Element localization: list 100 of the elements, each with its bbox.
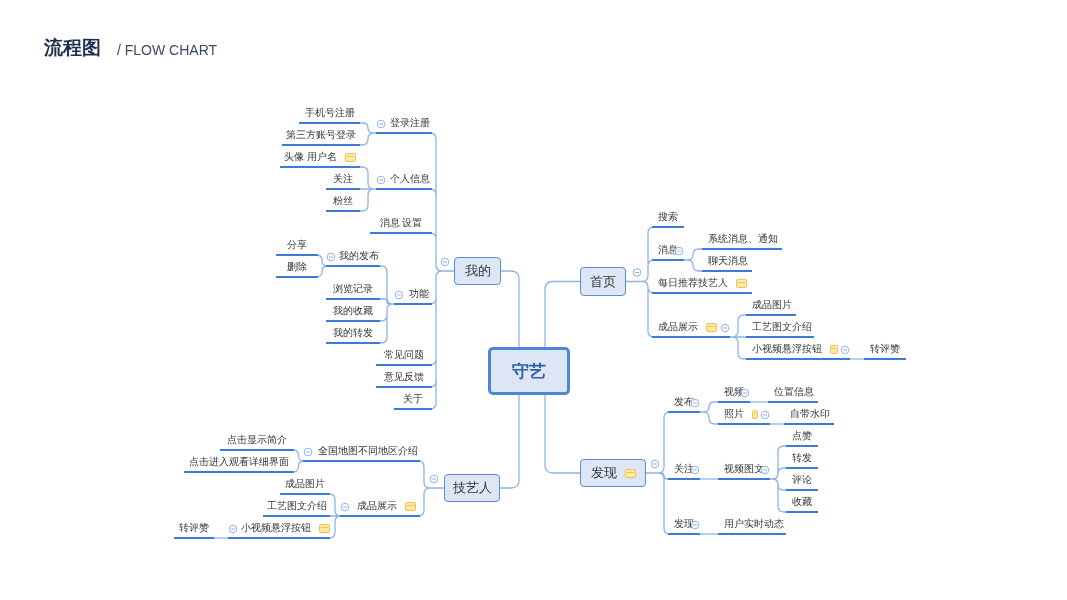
topic-underline: [282, 128, 360, 146]
topic-underline: [184, 455, 294, 473]
topic-text: 自带水印: [790, 407, 830, 421]
topic-underline: [280, 150, 360, 168]
topic-underline: [746, 320, 814, 338]
topic-underline: [280, 477, 330, 495]
topic-underline: [326, 326, 380, 344]
connector-line: [544, 394, 581, 474]
topic-box: [580, 459, 646, 487]
connector-line: [769, 423, 785, 425]
connector-line: [849, 358, 865, 360]
topic-underline: [326, 304, 380, 322]
topic-text: 转评赞: [870, 342, 900, 356]
topic-underline: [276, 260, 318, 278]
topic-text: 分享: [287, 238, 307, 252]
topic-box: [444, 474, 500, 502]
connector-line: [749, 401, 769, 403]
topic-text: 搜索: [658, 210, 678, 224]
topic-text: 我的收藏: [333, 304, 373, 318]
topic-underline: [376, 370, 432, 388]
topic-text: 点击显示简介: [227, 433, 287, 447]
topic-text: 我的转发: [333, 326, 373, 340]
connector-line: [500, 270, 520, 348]
topic-underline: [174, 521, 214, 539]
topic-underline: [652, 210, 684, 228]
topic-text: 删除: [287, 260, 307, 274]
topic-text: 头像 用户名: [284, 150, 337, 164]
topic-underline: [220, 433, 294, 451]
connector-line: [683, 248, 703, 272]
connector-line: [699, 401, 719, 425]
topic-text: 转评赞: [179, 521, 209, 535]
topic-underline: [702, 254, 752, 272]
topic-box: [580, 267, 626, 296]
topic-text: 工艺图文介绍: [752, 320, 812, 334]
topic-underline: [768, 385, 818, 403]
topic-underline: [652, 276, 752, 294]
connector-line: [213, 537, 229, 539]
topic-text: 关注: [674, 462, 694, 476]
topic-underline: [786, 495, 818, 513]
connector-line: [625, 226, 655, 338]
topic-text: 工艺图文介绍: [266, 499, 327, 513]
connector-line: [359, 166, 377, 212]
topic-text: 常见问题: [384, 348, 424, 362]
topic-text: 发现: [590, 464, 617, 482]
topic-text: 关于: [403, 392, 423, 406]
topic-text: 点赞: [792, 429, 812, 443]
topic-underline: [326, 194, 360, 212]
topic-underline: [864, 342, 906, 360]
topic-underline: [786, 429, 818, 447]
topic-text: 首页: [590, 272, 616, 291]
topic-underline: [702, 232, 782, 250]
topic-text: 成品图片: [752, 298, 792, 312]
topic-underline: [326, 282, 380, 300]
topic-underline: [263, 499, 330, 517]
topic-text: 成品图片: [285, 477, 325, 491]
topic-text: 成品展示: [658, 320, 698, 334]
topic-underline: [370, 216, 432, 234]
topic-underline: [276, 238, 318, 256]
topic-text: 个人信息: [390, 172, 430, 186]
topic-text: 系统消息、通知: [708, 232, 778, 246]
connector-line: [379, 265, 395, 344]
connector-line: [328, 493, 342, 539]
topic-text: 守艺: [512, 360, 546, 383]
connector-line: [769, 445, 787, 513]
topic-text: 转发: [792, 451, 812, 465]
topic-text: 小视频悬浮按钮: [240, 521, 311, 535]
topic-text: 技艺人: [452, 479, 492, 497]
topic-underline: [326, 172, 360, 190]
topic-text: 视频图文: [724, 462, 764, 476]
topic-text: 关注: [333, 172, 353, 186]
title: 流程图: [44, 36, 101, 60]
topic-text: 消息: [658, 243, 678, 257]
topic-underline: [299, 106, 360, 124]
connector-line: [359, 122, 377, 146]
connector-line: [699, 533, 719, 535]
topic-text: 点击进入观看详细界面: [189, 455, 289, 469]
connector-line: [429, 132, 455, 410]
topic-underline: [394, 392, 432, 410]
topic-text: 小视频悬浮按钮: [752, 342, 822, 356]
connector-line: [544, 280, 581, 348]
topic-text: 登录注册: [390, 116, 430, 130]
topic-text: 我的发布: [339, 249, 379, 263]
topic-underline: [786, 473, 818, 491]
topic-underline: [784, 407, 834, 425]
central-topic-box: [488, 347, 570, 395]
topic-underline: [718, 517, 786, 535]
connector-line: [729, 314, 747, 360]
connector-line: [699, 478, 719, 480]
topic-text: 用户实时动态: [724, 517, 784, 531]
topic-text: 成品展示: [356, 499, 397, 513]
connector-line: [645, 411, 671, 535]
connector-line: [417, 460, 445, 517]
topic-text: 评论: [792, 473, 812, 487]
topic-underline: [376, 348, 432, 366]
connector-line: [292, 449, 305, 473]
topic-text: 收藏: [792, 495, 812, 509]
topic-box: [454, 257, 501, 285]
topic-text: 浏览记录: [333, 282, 373, 296]
connector-line: [499, 394, 520, 489]
topic-text: 我的: [464, 262, 491, 280]
